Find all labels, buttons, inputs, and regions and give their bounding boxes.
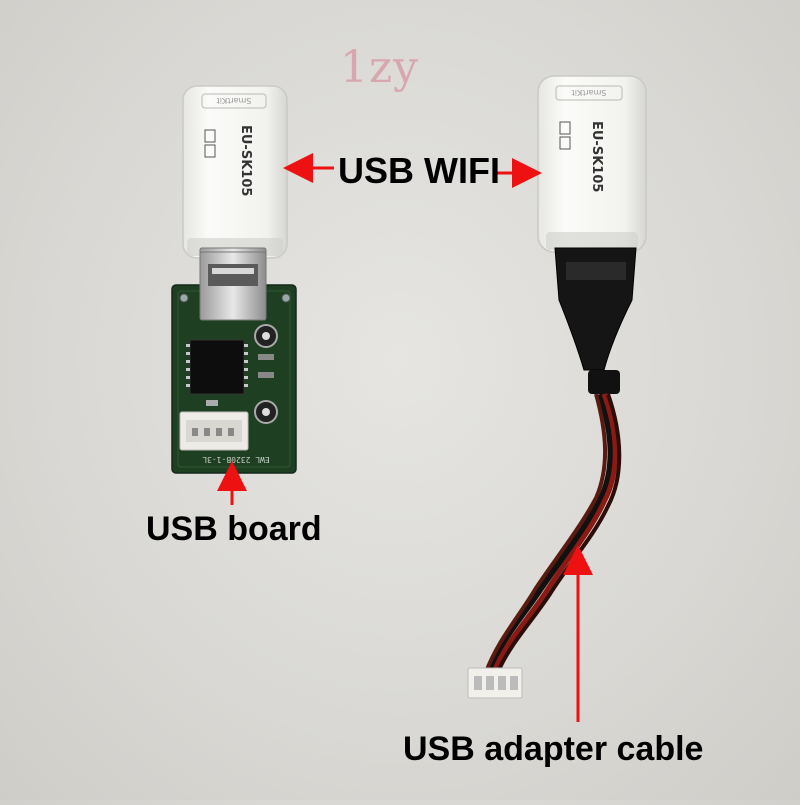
watermark-text: 1zy bbox=[340, 42, 420, 93]
right-usb-wifi-dongle: SmartKit EU-SK105 bbox=[537, 75, 647, 253]
usb-adapter-cable bbox=[467, 247, 637, 699]
dongle-model-text: EU-SK105 bbox=[238, 125, 253, 196]
dongle-model-text-right: EU-SK105 bbox=[589, 121, 604, 192]
annotation-arrows bbox=[217, 153, 593, 722]
usb-board-label: USB board bbox=[146, 510, 322, 548]
dongle-brand-text: SmartKit bbox=[217, 96, 252, 105]
board-silkscreen-text: EWL 2320B-1-3L bbox=[202, 455, 270, 464]
usb-board-pcb: EWL 2320B-1-3L bbox=[171, 251, 297, 474]
left-usb-wifi-dongle: SmartKit EU-SK105 bbox=[182, 85, 288, 259]
usb-adapter-cable-label: USB adapter cable bbox=[403, 730, 704, 768]
dongle-brand-text-right: SmartKit bbox=[572, 88, 607, 97]
usb-wifi-label: USB WIFI bbox=[338, 150, 500, 191]
